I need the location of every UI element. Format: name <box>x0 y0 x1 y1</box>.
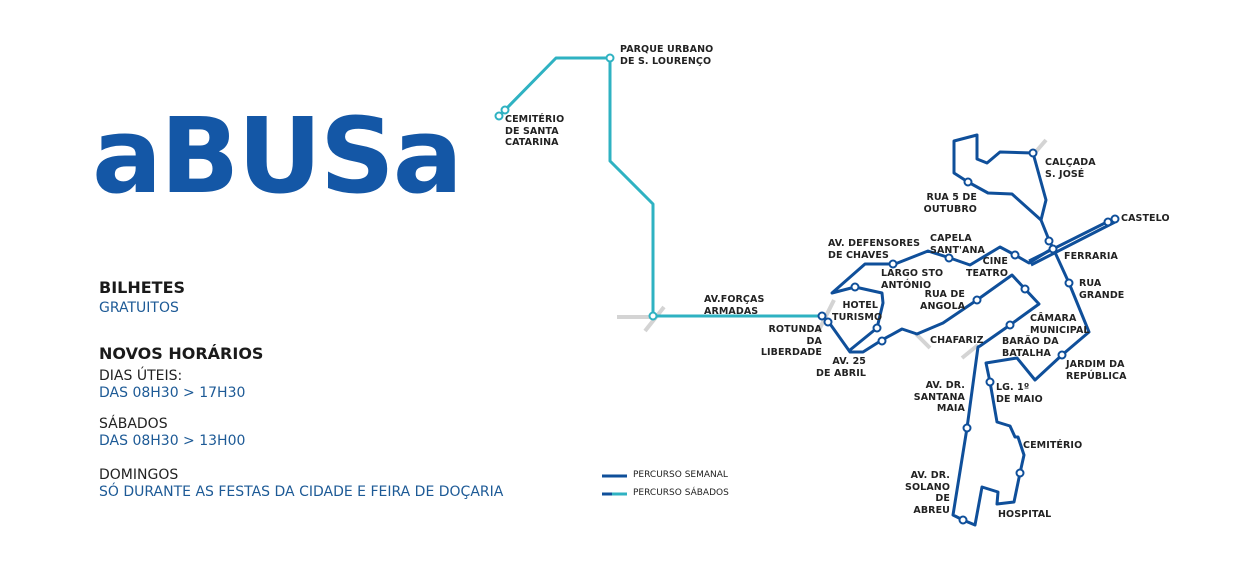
weekly-route-south <box>821 219 1091 527</box>
stops <box>494 53 1120 525</box>
stop-label: LARGO STO ANTÓNIO <box>881 268 944 291</box>
sundays-hours: SÓ DURANTE AS FESTAS DA CIDADE E FEIRA D… <box>99 484 504 500</box>
stop-label: AV. DEFENSORES DE CHAVES <box>828 238 921 261</box>
stop-marker <box>605 53 615 63</box>
stop-marker <box>1015 468 1025 478</box>
stop-label: LG. 1º DE MAIO <box>996 382 1043 405</box>
stop-label: ROTUNDA DA LIBERDADE <box>760 324 822 358</box>
stop-label: CEMITÉRIO DE SANTA CATARINA <box>505 114 565 148</box>
stop-marker <box>1044 236 1054 246</box>
stop-marker <box>985 377 995 387</box>
castelo-line <box>1030 220 1116 267</box>
stop-label: AV. DR. SANTANA MAIA <box>913 380 965 414</box>
stop-label: CINE TEATRO <box>965 256 1008 279</box>
stop-marker <box>1028 148 1038 158</box>
tickets-heading: BILHETES <box>99 278 186 297</box>
stop-marker <box>850 282 860 292</box>
stop-label: CHAFARIZ <box>930 335 984 346</box>
stop-label: CEMITÉRIO <box>1023 440 1083 451</box>
stop-marker <box>944 253 954 263</box>
saturday-route-line <box>497 56 822 318</box>
weekdays-hours: DAS 08H30 > 17H30 <box>99 385 246 401</box>
stop-marker <box>877 336 887 346</box>
stop-label: AV. 25 DE ABRIL <box>816 356 866 379</box>
stop-marker <box>1020 284 1030 294</box>
road-marker <box>914 332 932 350</box>
legend-weekly-label: PERCURSO SEMANAL <box>633 470 728 480</box>
stop-marker <box>823 317 833 327</box>
stop-marker <box>494 111 504 121</box>
stop-marker <box>1005 320 1015 330</box>
road-marker <box>960 343 980 360</box>
stop-marker <box>958 515 968 525</box>
saturdays-label: SÁBADOS <box>99 416 168 432</box>
stop-marker <box>888 259 898 269</box>
stop-marker <box>500 105 510 115</box>
stop-label: CAPELA SANT'ANA <box>930 233 985 256</box>
stop-label: RUA 5 DE OUTUBRO <box>923 192 977 215</box>
tickets-value: GRATUITOS <box>99 300 179 316</box>
legend-saturday-label: PERCURSO SÁBADOS <box>633 488 729 498</box>
stop-label: CALÇADA S. JOSÉ <box>1045 157 1096 180</box>
weekdays-label: DIAS ÚTEIS: <box>99 368 183 384</box>
stop-marker <box>972 295 982 305</box>
stop-marker <box>963 177 973 187</box>
stop-label: CASTELO <box>1121 213 1170 224</box>
stop-marker <box>1057 350 1067 360</box>
saturdays-hours: DAS 08H30 > 13H00 <box>99 433 246 449</box>
stop-label: FERRARIA <box>1064 251 1118 262</box>
stop-label: CÂMARA MUNICIPAL <box>1030 313 1090 336</box>
stop-label: RUA DE ANGOLA <box>920 289 966 312</box>
stop-label: AV.FORÇAS ARMADAS <box>704 294 765 317</box>
stop-marker <box>817 311 827 321</box>
stop-label: JARDIM DA REPÚBLICA <box>1066 359 1127 382</box>
stop-marker <box>872 323 882 333</box>
stop-marker <box>1048 244 1058 254</box>
sundays-label: DOMINGOS <box>99 467 179 483</box>
stop-label: PARQUE URBANO DE S. LOURENÇO <box>620 44 714 67</box>
stop-marker <box>962 423 972 433</box>
stop-marker <box>1110 214 1120 224</box>
stop-marker <box>1103 217 1113 227</box>
schedule-heading: NOVOS HORÁRIOS <box>99 344 264 363</box>
stop-marker <box>648 311 658 321</box>
abusa-logo: aBUSa <box>92 95 463 217</box>
stop-marker <box>1064 278 1074 288</box>
stop-label: HOSPITAL <box>998 509 1052 520</box>
castelo-line <box>1028 216 1116 263</box>
stop-label: BARÃO DA BATALHA <box>1002 336 1059 359</box>
stop-label: AV. DR. SOLANO DE ABREU <box>905 470 950 516</box>
stop-label: HOTEL TURISMO <box>832 300 883 323</box>
stop-marker <box>1010 250 1020 260</box>
stop-label: RUA GRANDE <box>1079 278 1125 301</box>
